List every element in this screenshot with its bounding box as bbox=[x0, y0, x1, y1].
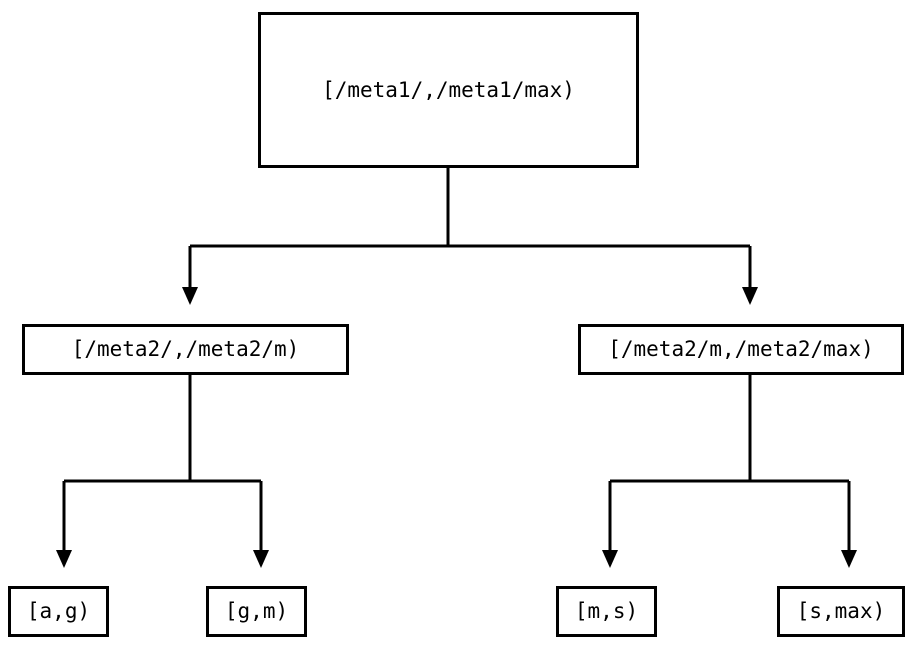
arrowhead-leaf-2 bbox=[602, 550, 618, 568]
node-mid-left-label: [/meta2/,/meta2/m) bbox=[71, 337, 300, 361]
node-mid-right[interactable]: [/meta2/m,/meta2/max) bbox=[578, 324, 904, 375]
arrowhead-leaf-3 bbox=[841, 550, 857, 568]
arrowhead-mid-right bbox=[742, 287, 758, 305]
arrowhead-leaf-1 bbox=[253, 550, 269, 568]
arrowhead-leaf-0 bbox=[56, 550, 72, 568]
node-leaf-1[interactable]: [g,m) bbox=[206, 586, 307, 637]
node-leaf-0[interactable]: [a,g) bbox=[8, 586, 109, 637]
node-root-label: [/meta1/,/meta1/max) bbox=[322, 77, 575, 102]
node-leaf-2[interactable]: [m,s) bbox=[556, 586, 657, 637]
node-leaf-0-label: [a,g) bbox=[26, 599, 91, 623]
node-leaf-2-label: [m,s) bbox=[574, 599, 639, 623]
node-mid-left[interactable]: [/meta2/,/meta2/m) bbox=[22, 324, 349, 375]
node-leaf-3[interactable]: [s,max) bbox=[777, 586, 905, 637]
arrowhead-mid-left bbox=[182, 287, 198, 305]
node-leaf-1-label: [g,m) bbox=[224, 599, 289, 623]
node-mid-right-label: [/meta2/m,/meta2/max) bbox=[608, 337, 874, 361]
node-root[interactable]: [/meta1/,/meta1/max) bbox=[258, 12, 639, 168]
node-leaf-3-label: [s,max) bbox=[796, 599, 886, 623]
